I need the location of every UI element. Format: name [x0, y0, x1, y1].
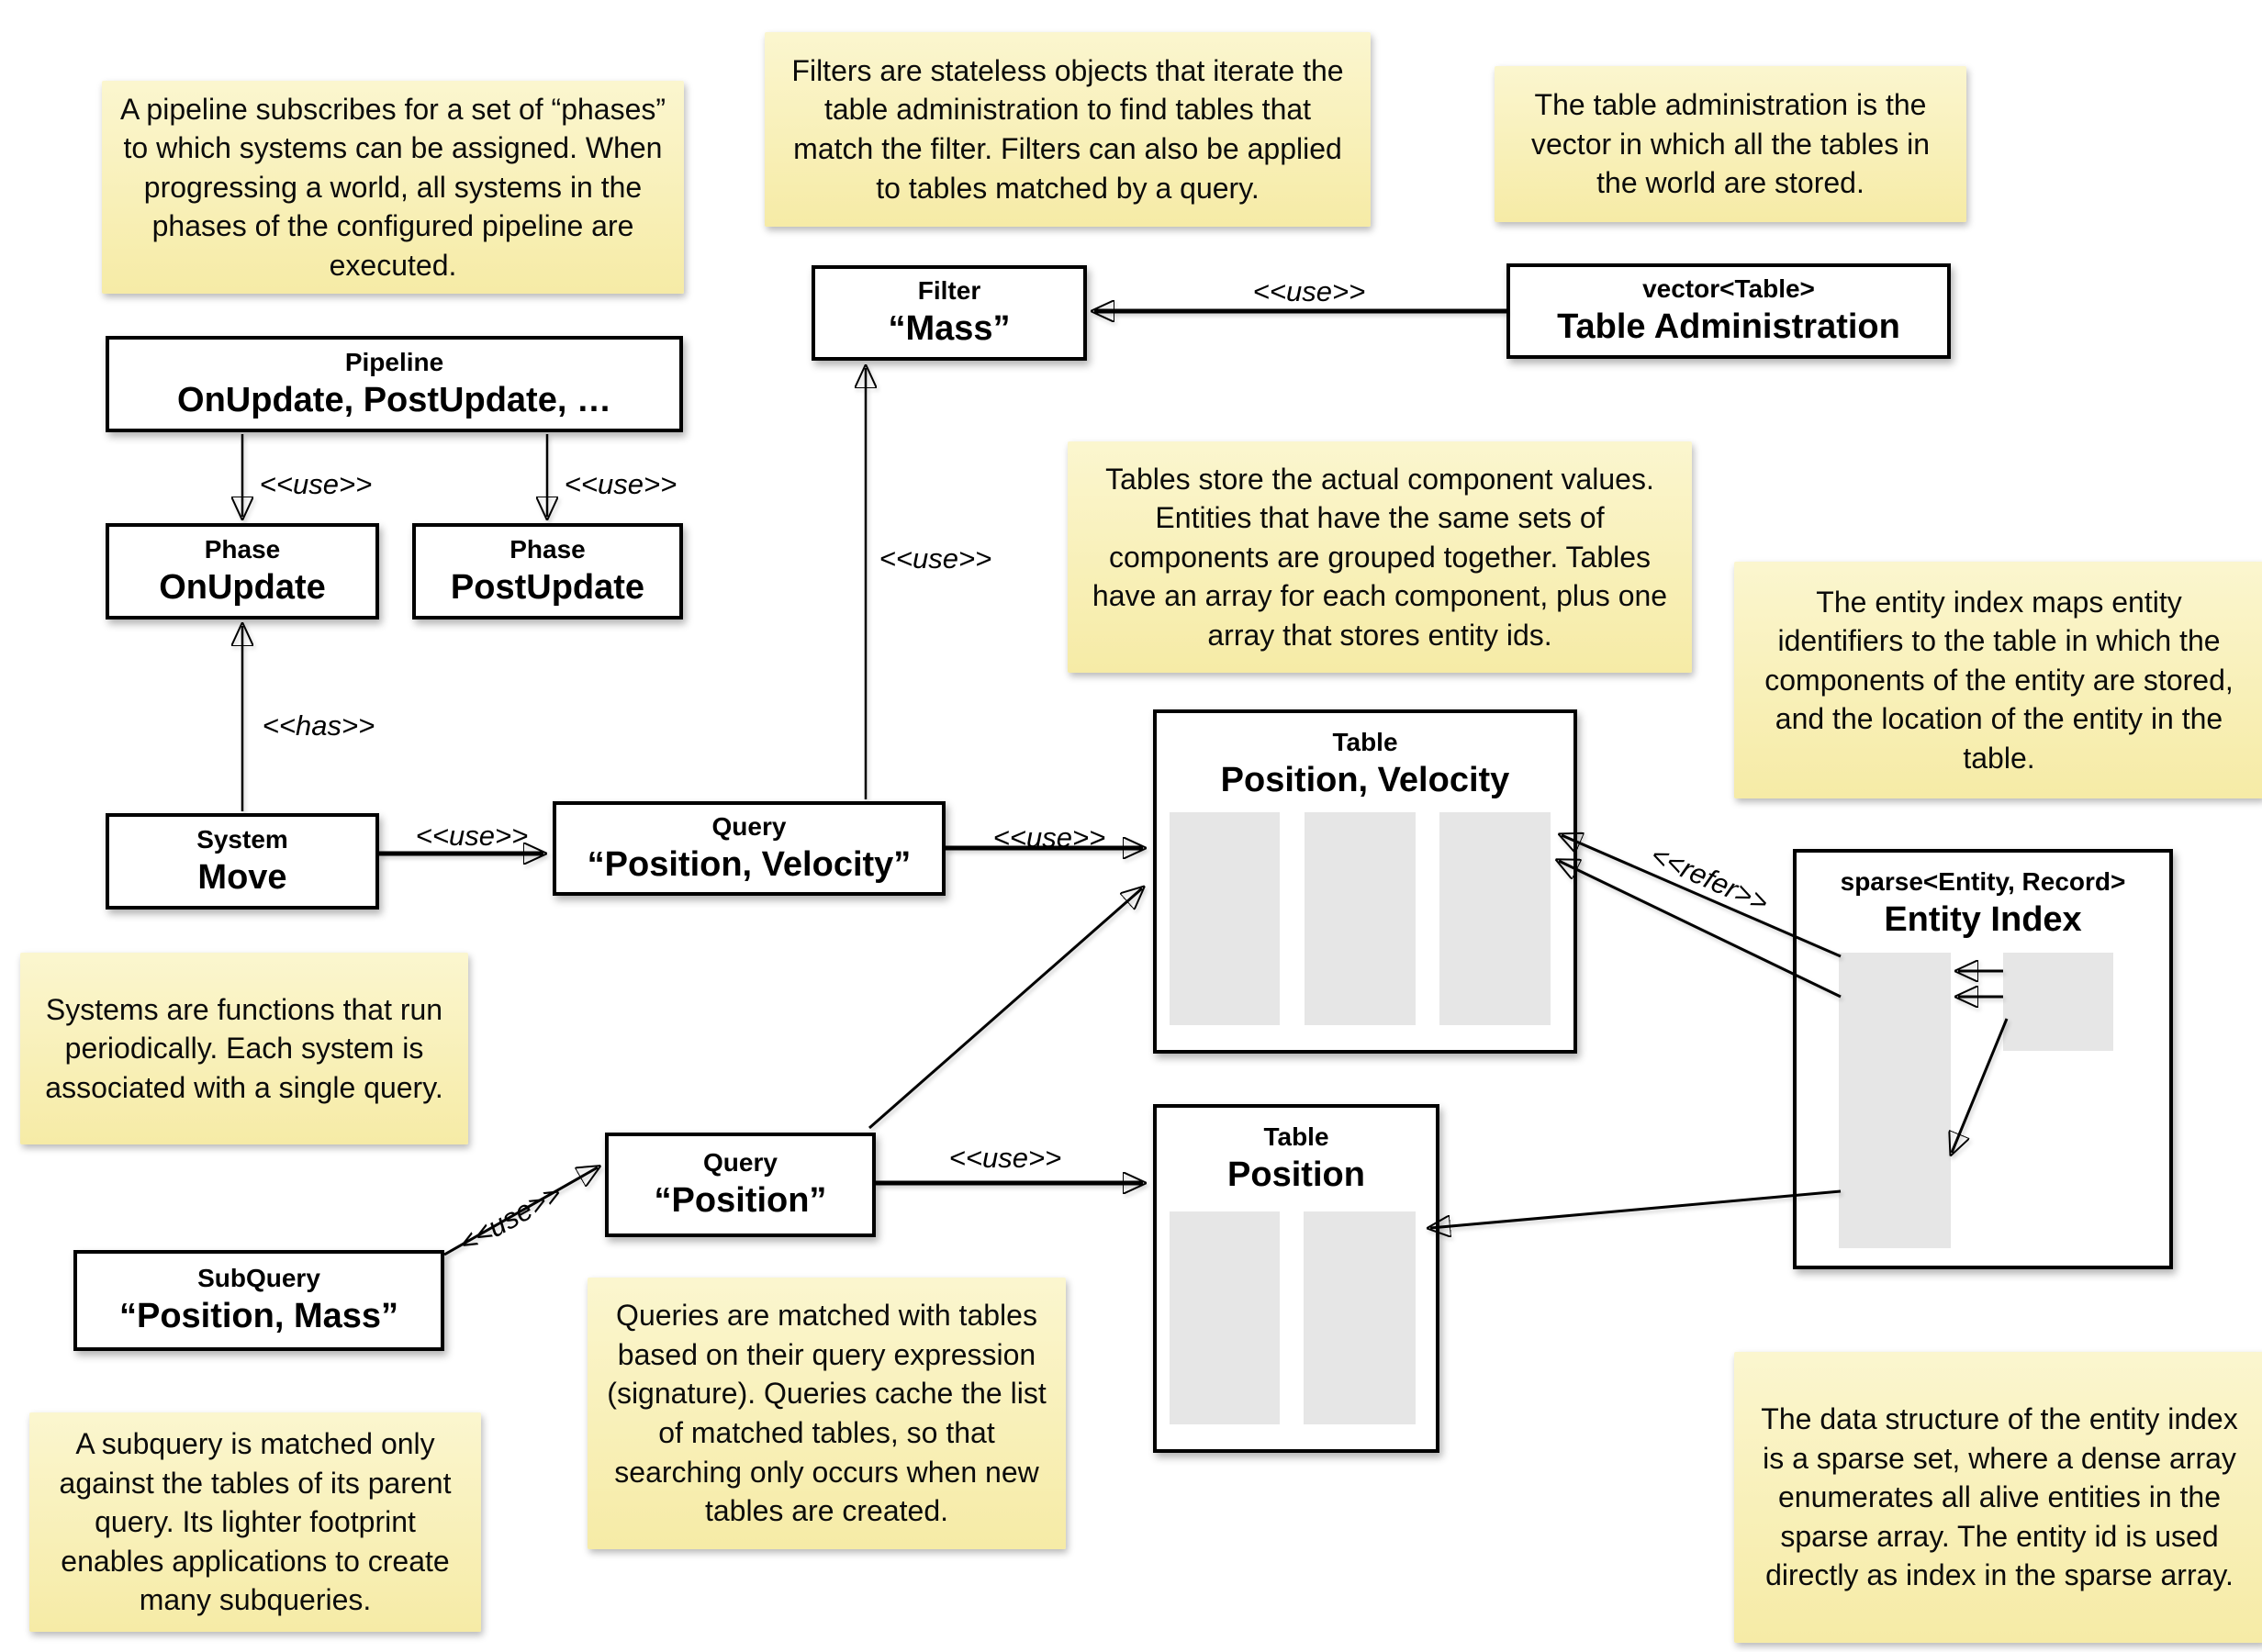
- edge-label-has-system-phase: <<has>>: [262, 709, 375, 742]
- note-sparse-set: The data structure of the entity index i…: [1734, 1352, 2262, 1643]
- edge-label-refer-entityindex-tablepv: <<refer>>: [1645, 838, 1774, 920]
- edge-label-use-query-filter: <<use>>: [879, 542, 992, 575]
- box-phase-onupdate: Phase OnUpdate: [106, 523, 379, 620]
- box-table-position-velocity-stereotype: Table: [1332, 728, 1398, 756]
- box-subquery-position-mass: SubQuery “Position, Mass”: [73, 1250, 444, 1351]
- note-queries: Queries are matched with tables based on…: [588, 1278, 1066, 1549]
- box-table-position-velocity: Table Position, Velocity: [1153, 709, 1577, 1054]
- dense-array: [2003, 953, 2113, 1051]
- box-table-position-name: Position: [1227, 1155, 1365, 1195]
- note-subquery: A subquery is matched only against the t…: [29, 1412, 481, 1632]
- component-array-3: [1439, 812, 1551, 1025]
- box-table-administration-stereotype: vector<Table>: [1642, 274, 1815, 304]
- note-table-administration: The table administration is the vector i…: [1495, 66, 1966, 222]
- box-pipeline-stereotype: Pipeline: [344, 347, 444, 376]
- box-table-administration-name: Table Administration: [1557, 307, 1900, 347]
- component-array-1: [1170, 812, 1280, 1025]
- edge-label-use-pipeline-onupdate: <<use>>: [259, 468, 373, 500]
- box-query-position: Query “Position”: [605, 1133, 876, 1237]
- box-system-move: System Move: [106, 813, 379, 910]
- box-table-position-stereotype: Table: [1263, 1122, 1329, 1151]
- box-system-move-stereotype: System: [196, 824, 288, 854]
- box-table-administration: vector<Table> Table Administration: [1506, 263, 1951, 359]
- box-subquery-position-mass-name: “Position, Mass”: [118, 1297, 399, 1336]
- edge-label-use-pipeline-postupdate: <<use>>: [564, 468, 677, 500]
- note-entity-index: The entity index maps entity identifiers…: [1734, 562, 2262, 798]
- box-phase-onupdate-stereotype: Phase: [204, 534, 281, 564]
- arrow-querypos-to-tablepv: [868, 888, 1142, 1130]
- box-entity-index-stereotype: sparse<Entity, Record>: [1840, 867, 2126, 896]
- box-query-position-stereotype: Query: [703, 1148, 778, 1178]
- component-array-2: [1305, 812, 1416, 1025]
- box-table-position-velocity-name: Position, Velocity: [1220, 761, 1510, 800]
- box-entity-index-name: Entity Index: [1884, 900, 2082, 940]
- edge-label-use-system-query: <<use>>: [415, 820, 529, 852]
- box-query-position-name: “Position”: [654, 1181, 827, 1221]
- edge-label-use-subquery-querypos: <<use>>: [453, 1177, 567, 1260]
- arrow-entityindex-to-tablepos: [1430, 1189, 1842, 1228]
- note-pipeline: A pipeline subscribes for a set of “phas…: [102, 81, 684, 294]
- box-system-move-name: Move: [197, 857, 287, 897]
- edge-label-use-querypos-tablepos: <<use>>: [948, 1142, 1062, 1174]
- box-subquery-position-mass-stereotype: SubQuery: [197, 1264, 320, 1293]
- component-array-position-2: [1304, 1211, 1416, 1424]
- box-phase-postupdate-name: PostUpdate: [450, 567, 645, 607]
- box-filter-mass: Filter “Mass”: [812, 265, 1087, 361]
- sparse-array: [1839, 953, 1951, 1248]
- box-pipeline: Pipeline OnUpdate, PostUpdate, …: [106, 336, 683, 432]
- edge-label-use-querypv-tablepv: <<use>>: [992, 821, 1106, 854]
- box-query-position-velocity: Query “Position, Velocity”: [553, 801, 946, 896]
- box-entity-index: sparse<Entity, Record> Entity Index: [1793, 849, 2173, 1269]
- box-phase-onupdate-name: OnUpdate: [159, 567, 326, 607]
- box-query-position-velocity-stereotype: Query: [711, 811, 787, 841]
- box-filter-mass-name: “Mass”: [888, 309, 1011, 349]
- box-phase-postupdate: Phase PostUpdate: [412, 523, 683, 620]
- edge-label-use-tableadmin-filter: <<use>>: [1252, 275, 1366, 307]
- box-pipeline-name: OnUpdate, PostUpdate, …: [177, 380, 611, 419]
- note-systems: Systems are functions that run periodica…: [20, 953, 468, 1144]
- box-filter-mass-stereotype: Filter: [917, 276, 981, 306]
- note-tables: Tables store the actual component values…: [1068, 441, 1692, 673]
- component-array-position-1: [1170, 1211, 1280, 1424]
- box-query-position-velocity-name: “Position, Velocity”: [587, 844, 912, 884]
- note-filters: Filters are stateless objects that itera…: [765, 32, 1371, 227]
- box-table-position: Table Position: [1153, 1104, 1439, 1453]
- box-phase-postupdate-stereotype: Phase: [510, 534, 586, 564]
